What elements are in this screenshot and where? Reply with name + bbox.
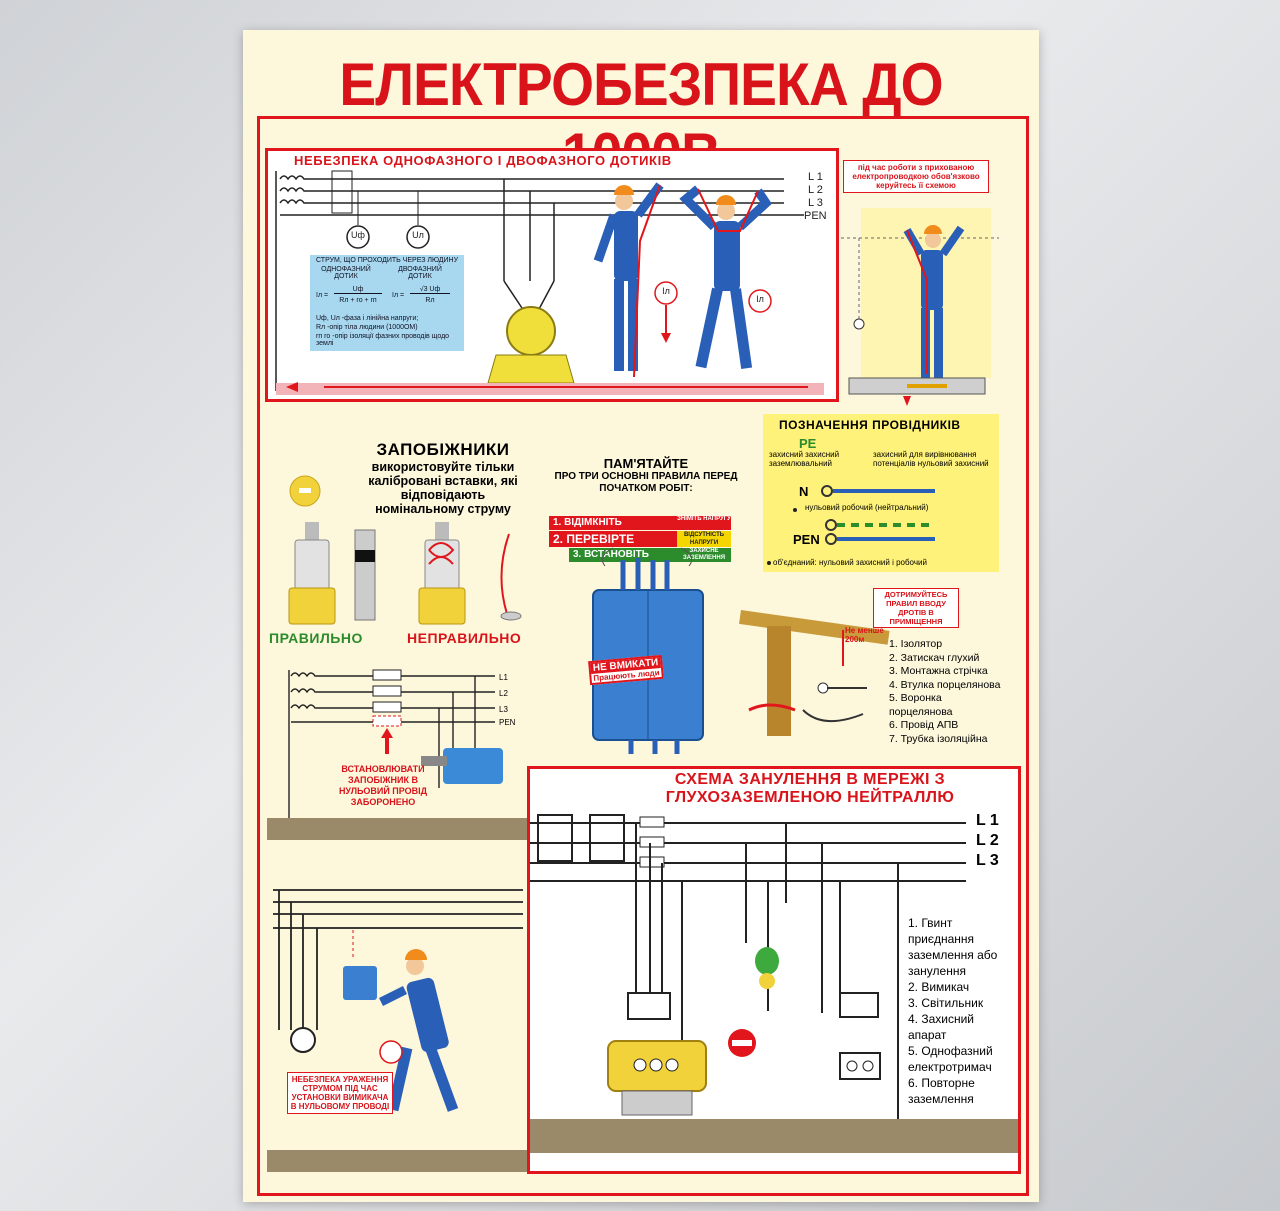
rule-1-side: ЗНІМІТЬ НАПРУГУ <box>677 516 731 522</box>
meter-phase-label: Uф <box>351 230 365 240</box>
pe-left-desc: захисний захисний заземлювальний <box>769 450 840 468</box>
entry-drawing <box>739 610 890 736</box>
line-label-l1: L 1 <box>808 171 823 183</box>
switch-danger-note: НЕБЕЗПЕКА УРАЖЕННЯ СТРУМОМ ПІД ЧАС УСТАН… <box>287 1072 393 1114</box>
zeroing-item-4: 4. Захисний апарат <box>908 1012 974 1042</box>
pe-label: PE <box>799 436 817 451</box>
entry-item-7: 7. Трубка ізоляційна <box>889 732 988 745</box>
neutral-fuse-drawing <box>267 669 527 840</box>
current-label-1: Iл <box>662 286 670 296</box>
rule-3-side: ЗАХИСНЕ ЗАЗЕМЛЕННЯ <box>682 548 726 561</box>
entry-item-2: 2. Затискач глухий <box>889 651 980 664</box>
poster-frame <box>257 116 1029 1196</box>
formula-single-num: Uф <box>334 286 382 294</box>
remember-block: ПАМ'ЯТАЙТЕ ПРО ТРИ ОСНОВНІ ПРАВИЛА ПЕРЕД… <box>553 456 739 495</box>
neutral-line-labels: L1 L2 L3 PEN <box>499 670 515 728</box>
fuses-correct-label: ПРАВИЛЬНО <box>269 630 363 646</box>
conductors-heading: ПОЗНАЧЕННЯ ПРОВІДНИКІВ <box>779 418 961 432</box>
formula-single-heading: ОДНОФАЗНИЙ ДОТИК <box>321 266 371 280</box>
fuses-text: використовуйте тільки калібровані вставк… <box>368 460 518 516</box>
zeroing-item-1: 1. Гвинт приєднання заземлення або занул… <box>908 916 998 978</box>
line-label-l3: L 3 <box>808 197 823 209</box>
rule-2-main: 2. ПЕРЕВІРТЕ <box>549 531 677 547</box>
formula-double-den: Rл <box>425 297 435 304</box>
n-label: N <box>799 484 809 499</box>
zeroing-line-l2: L 2 <box>976 832 999 849</box>
zeroing-legend: 1. Гвинт приєднання заземлення або занул… <box>908 915 1014 1107</box>
contact-danger-panel: Небезпека однофазного і двофазного дотик… <box>265 148 839 402</box>
rule-row-3: 3. ВСТАНОВІТЬ ЗАХИСНЕ ЗАЗЕМЛЕННЯ <box>569 548 731 562</box>
formula-double-num: √3 Uф <box>410 286 450 294</box>
formula-single-left: Iл = <box>316 292 329 299</box>
neutral-line-pen: PEN <box>499 718 516 727</box>
neutral-line-l1: L1 <box>499 673 508 682</box>
n-desc: нульовий робочий (нейтральний) <box>805 503 929 512</box>
pen-desc: об'єднаний: нульовий захисний і робочий <box>773 558 927 567</box>
contact-danger-heading: Небезпека однофазного і двофазного дотик… <box>294 153 672 168</box>
rule-2-side: ВІДСУТНІСТЬ НАПРУГИ <box>683 532 725 546</box>
entry-item-5: 5. Воронка порцелянова <box>889 692 953 718</box>
zeroing-panel: СХЕМА ЗАНУЛЕННЯ В МЕРЕЖІ З ГЛУХОЗАЗЕМЛЕН… <box>527 766 1021 1174</box>
entry-item-4: 4. Втулка порцелянова <box>889 678 1001 691</box>
entry-item-1: 1. Ізолятор <box>889 638 943 650</box>
contact-danger-drawing <box>275 170 824 395</box>
entry-item-3: 3. Монтажна стрічка <box>889 665 988 677</box>
conductors-panel: ПОЗНАЧЕННЯ ПРОВІДНИКІВ PE захисний захис… <box>763 414 999 572</box>
rule-3-main: 3. ВСТАНОВІТЬ <box>573 549 649 560</box>
neutral-line-l3: L3 <box>499 705 508 714</box>
formula-double-heading: ДВОФАЗНИЙ ДОТИК <box>398 266 442 280</box>
current-label-2: Iл <box>756 294 764 304</box>
switch-danger-drawing <box>267 889 537 1172</box>
pen-label: PEN <box>793 532 820 547</box>
safety-poster: ЕЛЕКТРОБЕЗПЕКА ДО 1000В Небезпека однофа… <box>243 30 1039 1202</box>
line-label-pen: PEN <box>804 210 827 222</box>
meter-line-label: Uл <box>412 230 424 240</box>
formula-double-left: Iл = <box>392 292 405 299</box>
zeroing-item-2: 2. Вимикач <box>908 980 970 994</box>
formula-single-den: Rл + rо + rп <box>339 297 377 304</box>
zeroing-item-6: 6. Повторне заземлення <box>908 1076 975 1106</box>
zeroing-line-l1: L 1 <box>976 812 999 829</box>
zeroing-item-5: 5. Однофазний електротримач <box>908 1044 993 1074</box>
entry-item-6: 6. Провід АПВ <box>889 719 959 731</box>
entry-min-distance: Не менше 200м <box>845 626 884 644</box>
hidden-wiring-note: під час роботи з прихованою електропрово… <box>843 160 989 193</box>
fuses-drawing <box>288 475 522 625</box>
rule-1-main: 1. ВІДІМКНІТЬ <box>553 517 622 528</box>
remember-subheading: ПРО ТРИ ОСНОВНІ ПРАВИЛА ПЕРЕД ПОЧАТКОМ Р… <box>554 471 738 494</box>
fuses-block: ЗАПОБІЖНИКИ використовуйте тільки калібр… <box>343 440 543 516</box>
rule-row-2: 2. ПЕРЕВІРТЕ ВІДСУТНІСТЬ НАПРУГИ <box>549 531 731 547</box>
pe-right-desc: захисний для вирівнювання потенціалів ну… <box>873 450 989 468</box>
neutral-fuse-warning: ВСТАНОВЛЮВАТИ ЗАПОБІЖНИК В НУЛЬОВИЙ ПРОВ… <box>338 764 428 807</box>
hidden-wiring-illustration: під час роботи з прихованою електропрово… <box>841 160 1001 410</box>
formula-legend-3: rп rо -опір ізоляції фазних проводів щод… <box>316 333 450 347</box>
formula-box: СТРУМ, ЩО ПРОХОДИТЬ ЧЕРЕЗ ЛЮДИНУ ОДНОФАЗ… <box>310 255 464 351</box>
formula-legend-2: Rл -опір тіла людини (1000ОМ) <box>316 324 418 331</box>
formula-caption: СТРУМ, ЩО ПРОХОДИТЬ ЧЕРЕЗ ЛЮДИНУ <box>315 257 459 264</box>
rules-list: 1. ВІДІМКНІТЬ ЗНІМІТЬ НАПРУГУ 2. ПЕРЕВІР… <box>549 516 731 562</box>
zeroing-line-l3: L 3 <box>976 852 999 869</box>
line-label-l2: L 2 <box>808 184 823 196</box>
remember-heading: ПАМ'ЯТАЙТЕ <box>603 456 689 471</box>
zeroing-heading: СХЕМА ЗАНУЛЕННЯ В МЕРЕЖІ З ГЛУХОЗАЗЕМЛЕН… <box>665 771 955 806</box>
rule-row-1: 1. ВІДІМКНІТЬ ЗНІМІТЬ НАПРУГУ <box>549 516 731 530</box>
zeroing-line-labels: L 1 L 2 L 3 <box>976 811 999 871</box>
neutral-line-l2: L2 <box>499 689 508 698</box>
entry-note: ДОТРИМУЙТЕСЬ ПРАВИЛ ВВОДУ ДРОТІВ В ПРИМІ… <box>873 588 959 628</box>
entry-items: 1. Ізолятор 2. Затискач глухий 3. Монтаж… <box>889 638 1005 746</box>
fuses-heading: ЗАПОБІЖНИКИ <box>376 440 510 459</box>
formula-legend-1: Uф, Uл -фаза і лінійна напруги; <box>316 315 419 322</box>
fuses-incorrect-label: НЕПРАВИЛЬНО <box>407 630 522 646</box>
zeroing-item-3: 3. Світильник <box>908 996 984 1010</box>
